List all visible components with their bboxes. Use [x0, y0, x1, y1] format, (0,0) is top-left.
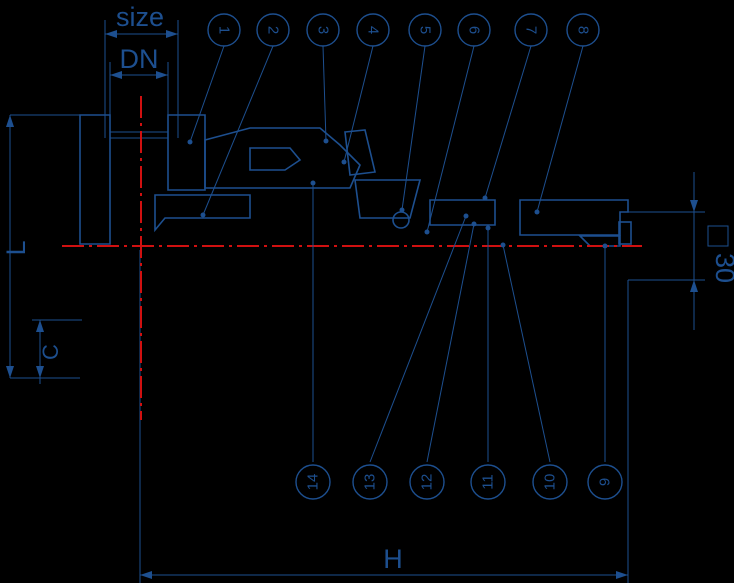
svg-text:14: 14 [305, 474, 322, 491]
part-9-callout: 9 [587, 464, 623, 500]
svg-text:7: 7 [523, 26, 540, 34]
size-label: size [116, 2, 164, 32]
dn-label: DN [120, 44, 159, 74]
part-1-callout: 1 [207, 13, 241, 47]
part-13-callout: 13 [352, 464, 388, 500]
part-2-callout: 2 [256, 13, 290, 47]
part-6-callout: 6 [457, 13, 491, 47]
part-11-callout: 11 [470, 464, 506, 500]
svg-text:12: 12 [419, 474, 436, 491]
part-callouts: 1 2 3 4 5 6 7 8 14 13 12 11 10 9 [187, 13, 623, 500]
svg-text:9: 9 [597, 478, 614, 486]
dimension-lines [6, 20, 729, 583]
part-3-callout: 3 [306, 13, 340, 47]
part-10-callout: 10 [532, 464, 568, 500]
part-7-callout: 7 [514, 13, 548, 47]
part-14-callout: 14 [295, 464, 331, 500]
svg-text:3: 3 [315, 26, 332, 34]
seal-cross-section [79, 114, 632, 247]
thirty-label: 30 [710, 253, 734, 283]
svg-text:4: 4 [365, 26, 382, 34]
part-12-callout: 12 [409, 464, 445, 500]
part-8-callout: 8 [566, 13, 600, 47]
svg-text:13: 13 [362, 474, 379, 491]
part-5-callout: 5 [408, 13, 442, 47]
svg-text:5: 5 [417, 26, 434, 34]
svg-text:1: 1 [216, 26, 233, 34]
h-label: H [383, 544, 403, 574]
l-label: L [1, 240, 31, 255]
svg-text:2: 2 [265, 26, 282, 34]
c-label: C [38, 344, 63, 360]
svg-text:8: 8 [575, 26, 592, 34]
svg-text:6: 6 [466, 26, 483, 34]
svg-text:10: 10 [542, 474, 559, 491]
svg-text:11: 11 [480, 474, 497, 490]
part-4-callout: 4 [356, 13, 390, 47]
